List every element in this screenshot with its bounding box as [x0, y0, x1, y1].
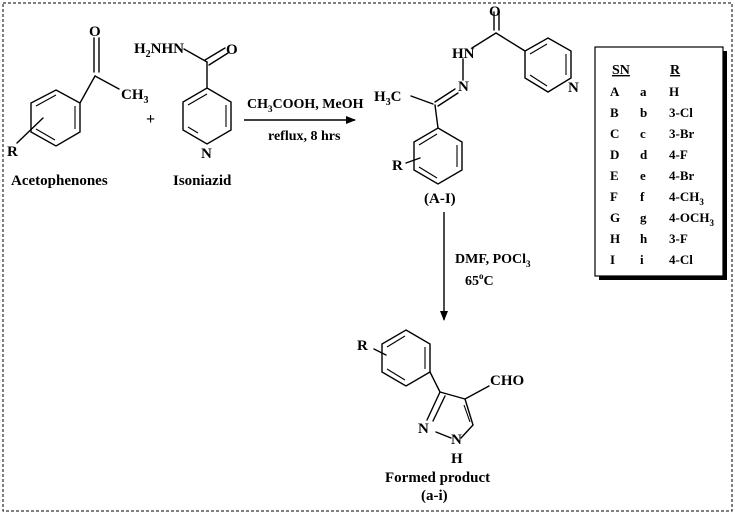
table-cell-sn: H — [610, 231, 620, 246]
table-cell-sn: G — [610, 210, 620, 225]
isoniazid-structure: H2NHN O N — [134, 41, 238, 162]
acetophenone-r-group: R — [7, 144, 18, 160]
hydrazone-imine-n: N — [458, 79, 469, 95]
table-cell-code: g — [640, 210, 647, 225]
isoniazid-h2nhn: H2NHN — [134, 41, 184, 60]
step1-conditions: reflux, 8 hrs — [268, 129, 341, 144]
acetophenone-o-atom: O — [89, 24, 101, 40]
table-cell-r: 4-F — [669, 147, 688, 162]
table-cell-r: 3-F — [669, 231, 688, 246]
table-cell-code: f — [640, 189, 645, 204]
table-cell-code: e — [640, 168, 646, 183]
table-header-r: R — [670, 63, 681, 78]
table-cell-code: b — [640, 105, 647, 120]
hydrazone-r-group: R — [392, 158, 403, 174]
table-cell-sn: C — [610, 126, 619, 141]
product-nh-n-atom: N — [451, 432, 462, 448]
table-cell-sn: A — [610, 84, 620, 99]
pyrazole-product-structure: R CHO N N H — [357, 329, 524, 467]
product-label: (a-i) — [421, 488, 448, 504]
table-header-sn: SN — [612, 63, 630, 78]
isoniazid-label: Isoniazid — [173, 173, 232, 189]
table-cell-code: a — [640, 84, 647, 99]
table-cell-r: 3-Br — [669, 126, 695, 141]
table-cell-r: 4-Br — [669, 168, 695, 183]
step1-reagents: CH3COOH, MeOH — [247, 97, 364, 114]
table-cell-r: 4-CH3 — [669, 189, 704, 207]
product-name: Formed product — [385, 470, 490, 486]
table-cell-r: 4-OCH3 — [669, 210, 714, 228]
table-cell-sn: E — [610, 168, 619, 183]
hydrazone-structure: O HN N N H3C R — [374, 4, 579, 185]
isoniazid-n-atom: N — [201, 146, 212, 162]
isoniazid-o-atom: O — [226, 42, 238, 58]
hydrazone-h3c: H3C — [374, 89, 402, 108]
table-cell-r: H — [669, 84, 679, 99]
table-cell-code: d — [640, 147, 648, 162]
step2-reagents: DMF, POCl3 — [455, 252, 531, 269]
product-cho: CHO — [490, 373, 524, 389]
table-cell-sn: I — [610, 252, 615, 267]
hydrazone-pyridine-n: N — [568, 80, 579, 96]
table-cell-sn: D — [610, 147, 619, 162]
table-box — [594, 46, 724, 277]
hydrazone-o-atom: O — [489, 4, 501, 20]
table-cell-code: h — [640, 231, 648, 246]
hydrazone-hn: HN — [452, 46, 475, 62]
product-nh-h-atom: H — [451, 451, 463, 467]
acetophenones-label: Acetophenones — [11, 173, 108, 189]
table-cell-code: c — [640, 126, 646, 141]
table-cell-r: 4-Cl — [669, 252, 693, 267]
table-cell-code: i — [640, 252, 644, 267]
product-n-atom: N — [418, 421, 429, 437]
acetophenone-structure: O CH3 R — [7, 24, 149, 160]
intermediate-label: (A-I) — [424, 191, 456, 207]
acetophenone-ch3: CH3 — [121, 87, 149, 106]
step2-temperature: 65oC — [465, 271, 494, 289]
plus-sign: + — [146, 111, 155, 128]
table-cell-sn: B — [610, 105, 619, 120]
product-r-group: R — [357, 338, 368, 354]
table-cell-r: 3-Cl — [669, 105, 693, 120]
table-cell-sn: F — [610, 189, 618, 204]
